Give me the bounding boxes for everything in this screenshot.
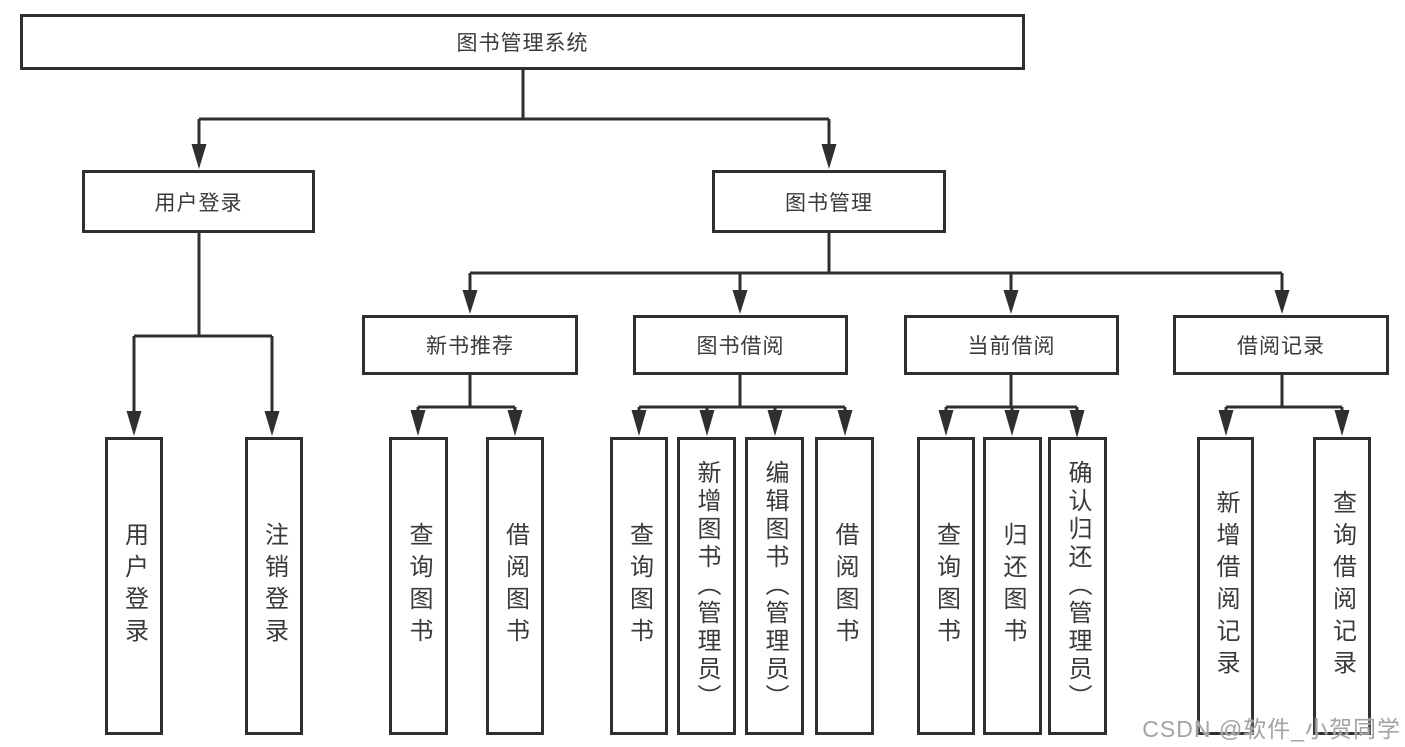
node-book-management-label: 图书管理: [785, 191, 873, 215]
node-root-library-system: 图书管理系统: [20, 14, 1025, 70]
connector-book-management-children: [462, 233, 1290, 314]
leaf-label: 归还图书: [999, 522, 1026, 650]
node-new-book-recommend: 新书推荐: [362, 315, 578, 375]
node-root-label: 图书管理系统: [456, 32, 589, 55]
leaf-label: 新增借阅记录: [1212, 490, 1239, 682]
node-borrow-records: 借阅记录: [1173, 315, 1389, 375]
leaf-label: 借阅图书: [831, 522, 858, 650]
leaf-label: 用户登录: [120, 522, 148, 650]
connector-book-borrow-children: [631, 375, 853, 436]
leaf-return-books: 归还图书: [983, 437, 1042, 735]
node-book-borrow: 图书借阅: [633, 315, 848, 375]
connector-new-book-recommend-children: [410, 375, 523, 436]
leaf-label: 借阅图书: [501, 522, 529, 650]
leaf-label: 查询图书: [405, 522, 432, 650]
leaf-label: 查询图书: [932, 522, 960, 650]
node-borrow-records-label: 借阅记录: [1237, 335, 1325, 358]
node-user-login-label: 用户登录: [154, 191, 243, 215]
leaf-query-borrow-record: 查询借阅记录: [1313, 437, 1371, 735]
leaf-edit-books-admin: 编辑图书（管理员）: [745, 437, 804, 735]
connector-borrow-records-children: [1218, 375, 1350, 436]
leaf-add-borrow-record: 新增借阅记录: [1197, 437, 1254, 735]
leaf-borrow-books-recommend: 借阅图书: [486, 437, 544, 735]
leaf-logout: 注销登录: [245, 437, 303, 735]
leaf-borrow-books: 借阅图书: [815, 437, 874, 735]
watermark: CSDN @软件_小贺同学: [1142, 710, 1401, 744]
node-current-borrow: 当前借阅: [904, 315, 1119, 375]
connector-current-borrow-children: [938, 375, 1085, 438]
node-current-borrow-label: 当前借阅: [967, 335, 1056, 358]
leaf-user-login: 用户登录: [105, 437, 163, 735]
leaf-label: 确认归还（管理员）: [1064, 460, 1091, 712]
leaf-label: 新增图书（管理员）: [693, 460, 720, 712]
leaf-query-books-current: 查询图书: [917, 437, 975, 735]
node-new-book-recommend-label: 新书推荐: [426, 335, 514, 358]
watermark-text: CSDN @软件_小贺同学: [1142, 716, 1401, 742]
leaf-label: 查询借阅记录: [1328, 490, 1356, 682]
leaf-confirm-return-admin: 确认归还（管理员）: [1048, 437, 1107, 735]
leaf-add-books-admin: 新增图书（管理员）: [677, 437, 736, 735]
leaf-query-books-borrow: 查询图书: [610, 437, 668, 735]
leaf-query-books-recommend: 查询图书: [389, 437, 448, 735]
connector-user-login-children: [126, 233, 280, 436]
node-book-management: 图书管理: [712, 170, 946, 233]
leaf-label: 注销登录: [260, 522, 288, 650]
leaf-label: 查询图书: [625, 522, 653, 650]
connector-root-to-level2: [191, 70, 837, 169]
node-user-login: 用户登录: [82, 170, 315, 233]
node-book-borrow-label: 图书借阅: [696, 335, 785, 358]
leaf-label: 编辑图书（管理员）: [761, 460, 788, 712]
